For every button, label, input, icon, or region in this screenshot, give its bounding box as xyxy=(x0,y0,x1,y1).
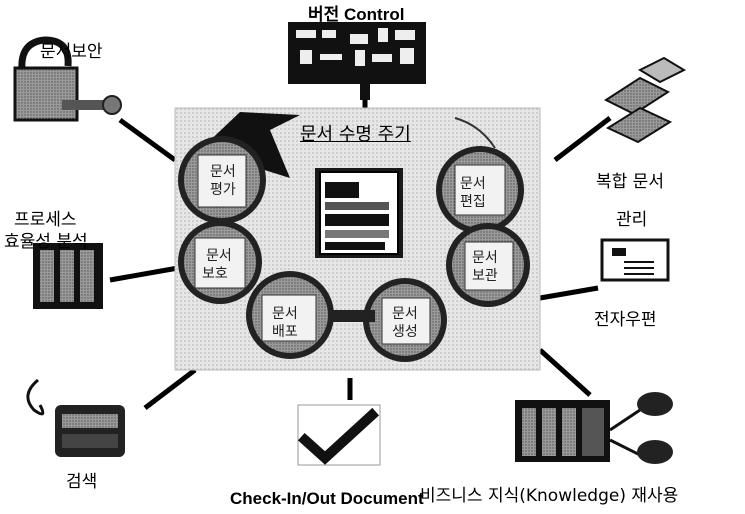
cycle-arrow-shape xyxy=(200,112,300,178)
connector-email xyxy=(539,285,599,301)
process-efficiency-label-line1: 프로세스 xyxy=(14,210,77,230)
padlock-icon xyxy=(13,36,122,122)
node-eval-line2: 평가 xyxy=(210,182,236,198)
node-edit-line2: 편집 xyxy=(460,194,486,210)
node-protect-line2: 보호 xyxy=(202,266,228,282)
connector-compound xyxy=(553,116,612,162)
node-create xyxy=(363,278,447,362)
node-link-bar xyxy=(330,310,375,322)
node-edit-line1: 문서 xyxy=(460,176,486,192)
lifecycle-title: 문서 수명 주기 xyxy=(300,124,411,145)
node-protect xyxy=(178,220,262,304)
connector-knowledge xyxy=(538,348,592,397)
disk-drive-icon xyxy=(26,378,125,457)
checkmark-icon xyxy=(297,404,381,466)
server-database-icon xyxy=(515,392,673,464)
search-label: 검색 xyxy=(66,472,98,492)
node-eval xyxy=(178,136,266,224)
envelope-icon xyxy=(600,238,670,282)
connector-lines xyxy=(109,85,612,410)
connector-search xyxy=(143,368,197,410)
node-store-line2: 보관 xyxy=(472,268,498,284)
node-create-line2: 생성 xyxy=(392,324,418,340)
connector-security xyxy=(118,117,177,163)
node-store-line1: 문서 xyxy=(472,250,498,266)
checkin-checkout-label: Check-In/Out Document xyxy=(230,489,424,508)
lifecycle-nodes xyxy=(178,136,530,362)
connector-process xyxy=(109,265,179,283)
node-store xyxy=(446,223,530,307)
version-control-icon xyxy=(288,22,426,100)
node-deploy-line1: 문서 xyxy=(272,306,298,322)
email-label: 전자우편 xyxy=(594,310,657,330)
process-chart-icon xyxy=(33,243,103,309)
node-deploy xyxy=(246,271,334,359)
node-eval-line1: 문서 xyxy=(210,164,236,180)
node-protect-line1: 문서 xyxy=(206,248,232,264)
process-efficiency-label-line2: 효율성 분석 xyxy=(4,232,88,252)
node-deploy-line2: 배포 xyxy=(272,324,298,340)
center-document-icon xyxy=(315,168,403,258)
version-control-label: 버전 Control xyxy=(308,5,405,24)
compound-document-label-line1: 복합 문서 xyxy=(596,172,664,192)
cycle-arc xyxy=(454,117,496,149)
business-knowledge-label: 비즈니스 지식(Knowledge) 재사용 xyxy=(420,486,679,506)
node-create-line1: 문서 xyxy=(392,306,418,322)
node-edit xyxy=(436,146,524,234)
document-stack-icon xyxy=(603,56,687,144)
compound-document-label-line2: 관리 xyxy=(616,210,648,230)
document-security-label: 문서보안 xyxy=(40,42,103,62)
lifecycle-node-labels: 문서 평가 문서 보호 문서 배포 문서 생성 문서 편집 문서 보관 xyxy=(202,164,498,340)
